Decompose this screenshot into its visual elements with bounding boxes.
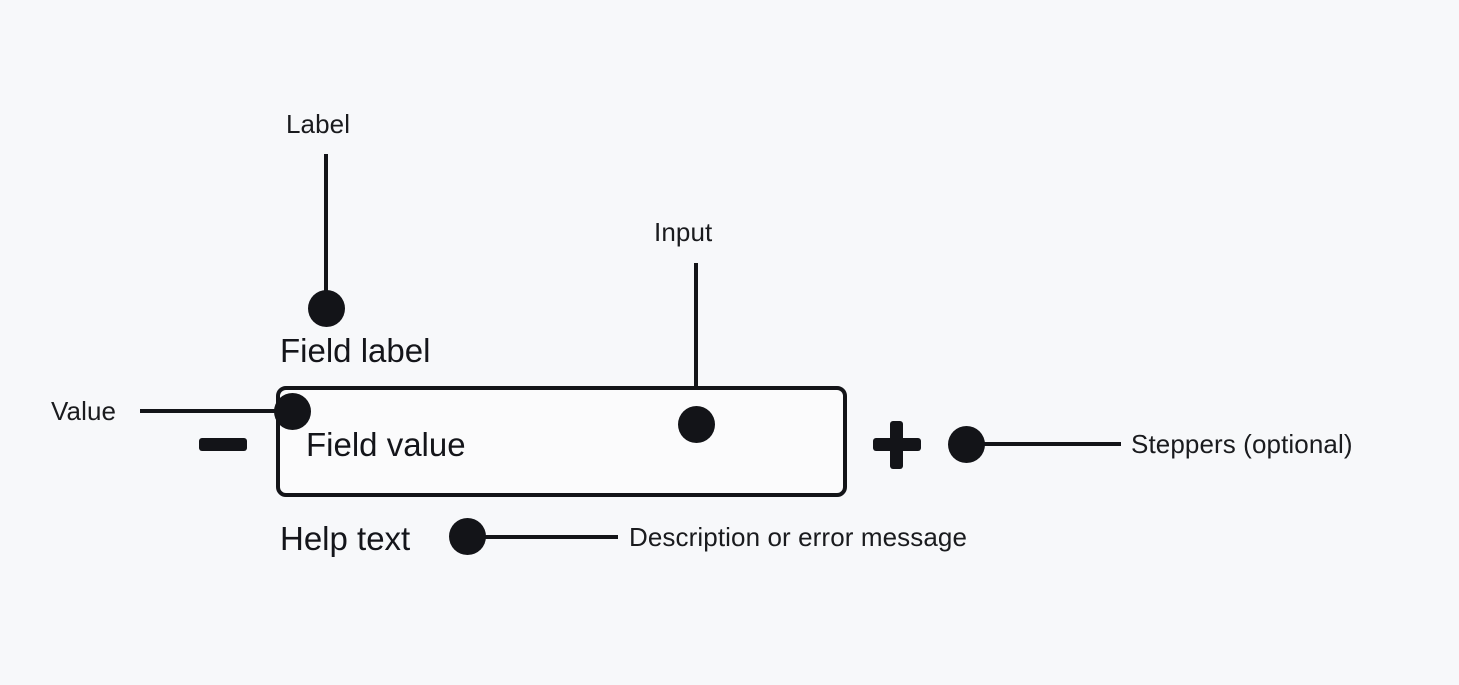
connector-dot-input xyxy=(678,406,715,443)
connector-dot-value xyxy=(274,393,311,430)
connector-line-input xyxy=(694,263,698,425)
connector-line-value xyxy=(140,409,288,413)
annotation-label: Label xyxy=(286,109,351,139)
connector-line-steppers xyxy=(975,442,1121,446)
connector-line-label xyxy=(324,154,328,308)
help-text-label: Help text xyxy=(280,520,411,557)
annotation-helptext: Description or error message xyxy=(629,522,968,552)
annotation-input: Input xyxy=(654,217,713,247)
input-field-box[interactable] xyxy=(276,386,847,497)
plus-icon-vertical-bar xyxy=(890,421,903,469)
field-value-text: Field value xyxy=(306,426,466,463)
annotation-value: Value xyxy=(51,396,117,426)
connector-line-helptext xyxy=(476,535,618,539)
stepper-decrement-button[interactable] xyxy=(199,430,247,460)
annotation-steppers: Steppers (optional) xyxy=(1131,429,1353,459)
stepper-increment-button[interactable] xyxy=(873,421,921,469)
field-label-text: Field label xyxy=(280,332,431,369)
connector-dot-label xyxy=(308,290,345,327)
minus-icon xyxy=(199,438,247,451)
